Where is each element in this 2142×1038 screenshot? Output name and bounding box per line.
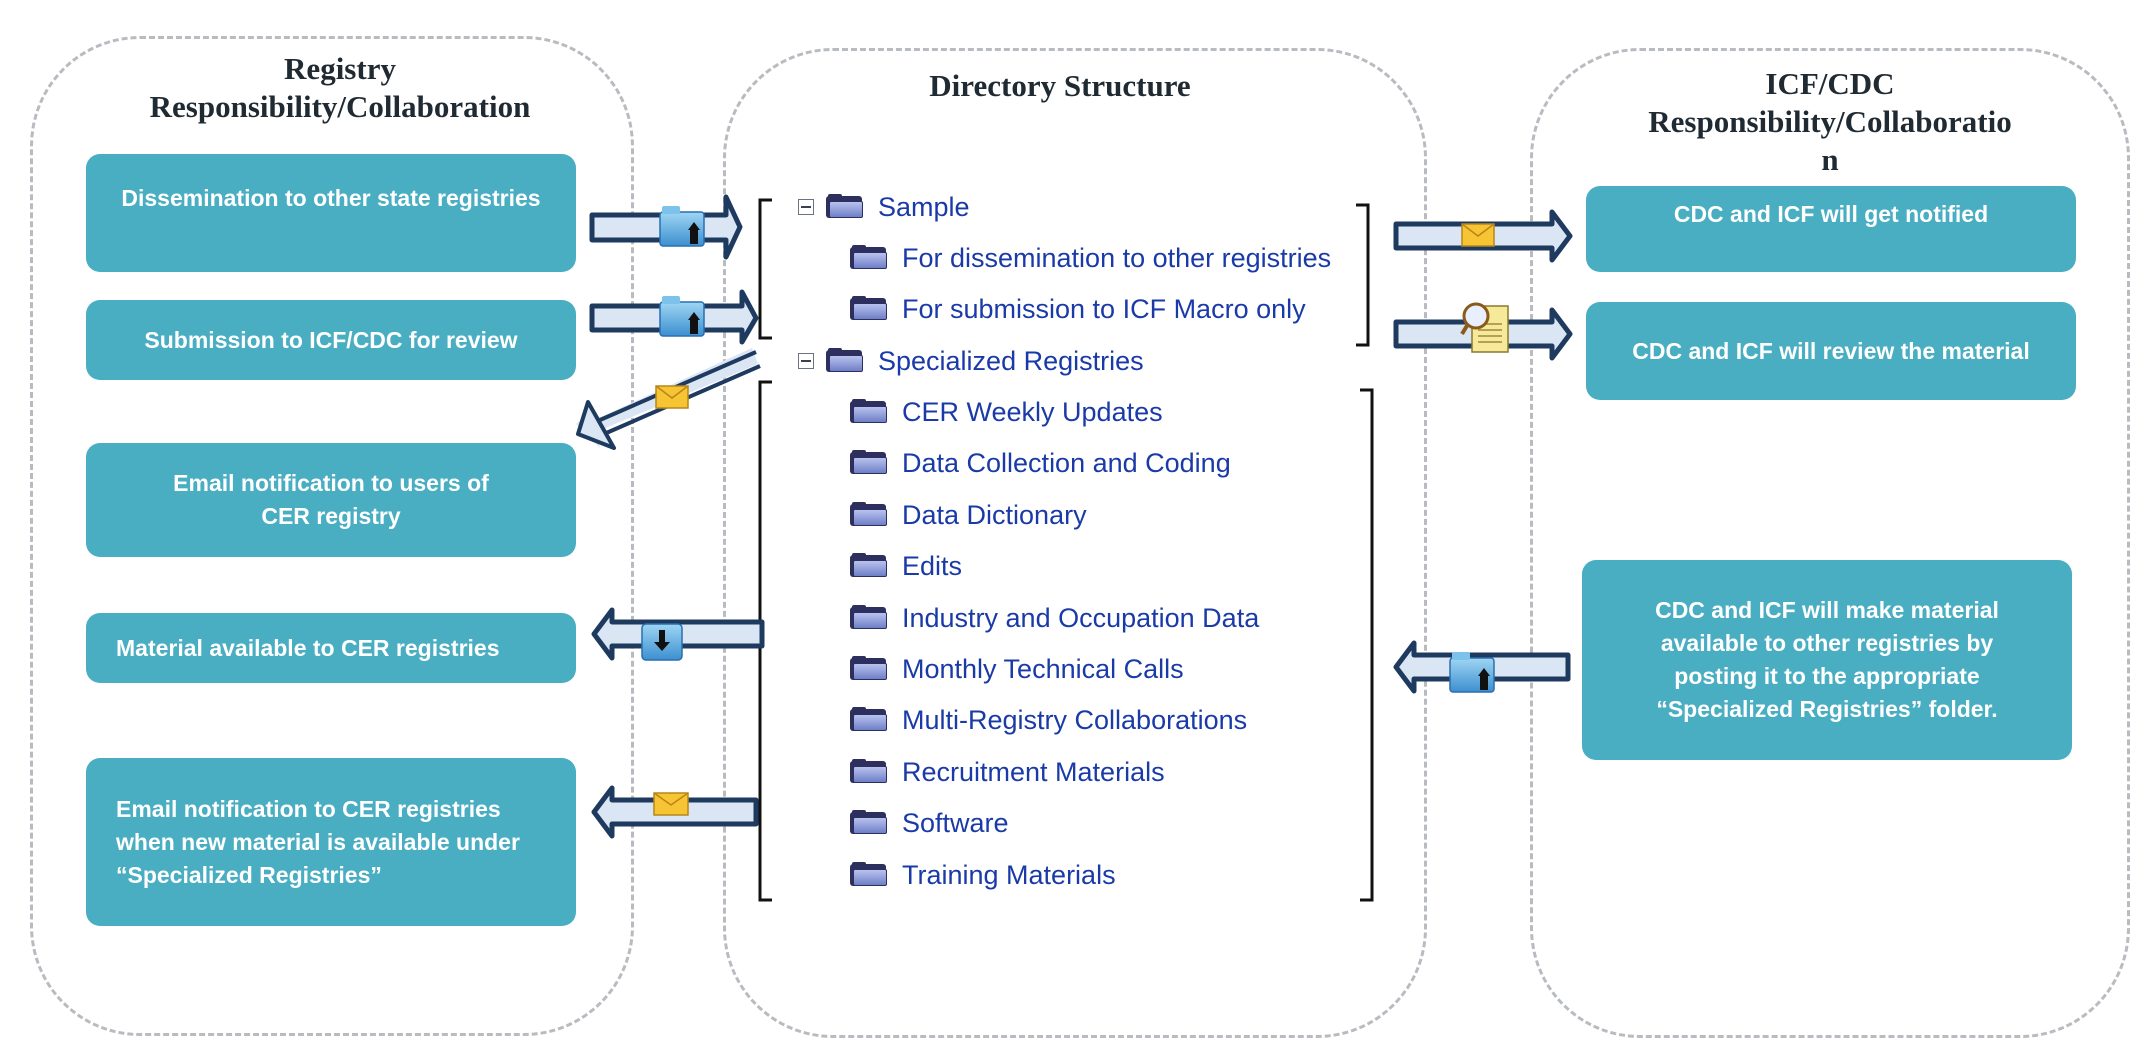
- folder-icon: [850, 862, 888, 888]
- tree-label: Specialized Registries: [878, 345, 1144, 376]
- right-panel-title: ICF/CDC Responsibility/Collaboratio n: [1560, 65, 2100, 179]
- tree-label: Sample: [878, 191, 970, 222]
- left-panel-title: Registry Responsibility/Collaboration: [60, 50, 620, 126]
- folder-icon: [850, 553, 888, 579]
- folder-icon: [850, 245, 888, 271]
- folder-icon: [850, 707, 888, 733]
- folder-icon: [850, 502, 888, 528]
- sample-left-bracket: [758, 198, 772, 340]
- tree-node-recruitment[interactable]: Recruitment Materials: [850, 752, 1165, 792]
- folder-icon: [850, 296, 888, 322]
- folder-icon: [850, 810, 888, 836]
- tree-label: Recruitment Materials: [902, 756, 1165, 787]
- envelope-icon: [655, 385, 689, 409]
- center-panel-title: Directory Structure: [929, 68, 1191, 103]
- right-title-line-2: Responsibility/Collaboratio: [1648, 104, 2012, 139]
- connector-layer: [576, 194, 1573, 902]
- left-title-line-2: Responsibility/Collaboration: [149, 89, 531, 124]
- tree-node-data-dictionary[interactable]: Data Dictionary: [850, 495, 1087, 535]
- tree-label: Training Materials: [902, 859, 1116, 890]
- right-title-line-1: ICF/CDC: [1765, 66, 1895, 101]
- material-available-box: Material available to CER registries: [86, 613, 576, 683]
- tree-node-dissemination[interactable]: For dissemination to other registries: [850, 238, 1331, 278]
- dissemination-box: Dissemination to other state registries: [86, 154, 576, 272]
- specialized-right-bracket: [1360, 388, 1374, 902]
- tree-node-submission[interactable]: For submission to ICF Macro only: [850, 289, 1306, 329]
- envelope-icon: [1461, 223, 1495, 247]
- tree-label: For submission to ICF Macro only: [902, 293, 1306, 324]
- tree-label: Monthly Technical Calls: [902, 653, 1184, 684]
- review-box: CDC and ICF will review the material: [1586, 302, 2076, 400]
- left-title-line-1: Registry: [284, 51, 396, 86]
- tree-label: Software: [902, 807, 1009, 838]
- tree-node-sample[interactable]: Sample: [798, 187, 970, 227]
- tree-node-industry[interactable]: Industry and Occupation Data: [850, 598, 1259, 638]
- envelope-icon: [653, 792, 689, 816]
- folder-icon: [850, 759, 888, 785]
- upload-folder-icon: [659, 206, 705, 247]
- folder-icon: [826, 348, 864, 374]
- folder-icon: [850, 656, 888, 682]
- tree-node-monthly[interactable]: Monthly Technical Calls: [850, 649, 1184, 689]
- collapse-icon[interactable]: [798, 199, 814, 215]
- tree-label: Multi-Registry Collaborations: [902, 704, 1248, 735]
- tree-node-edits[interactable]: Edits: [850, 546, 962, 586]
- collapse-icon[interactable]: [798, 353, 814, 369]
- email-cer-box: Email notification to CER registries whe…: [86, 758, 576, 926]
- tree-label: For dissemination to other registries: [902, 242, 1332, 273]
- tree-label: CER Weekly Updates: [902, 396, 1163, 427]
- email-users-arrowhead: [576, 400, 616, 450]
- submission-box: Submission to ICF/CDC for review: [86, 300, 576, 380]
- upload-folder-icon: [659, 296, 705, 337]
- email-users-box: Email notification to users of CER regis…: [86, 443, 576, 557]
- tree-node-software[interactable]: Software: [850, 803, 1009, 843]
- tree-node-specialized[interactable]: Specialized Registries: [798, 341, 1144, 381]
- tree-label: Industry and Occupation Data: [902, 602, 1260, 633]
- make-available-box: CDC and ICF will make material available…: [1582, 560, 2072, 760]
- upload-folder-icon: [1449, 652, 1495, 693]
- tree-label: Data Dictionary: [902, 499, 1087, 530]
- right-title-line-3: n: [1821, 142, 1839, 177]
- folder-icon: [850, 605, 888, 631]
- notified-box: CDC and ICF will get notified: [1586, 186, 2076, 272]
- tree-node-cer-weekly[interactable]: CER Weekly Updates: [850, 392, 1163, 432]
- tree-label: Data Collection and Coding: [902, 447, 1231, 478]
- tree-node-multi-registry[interactable]: Multi-Registry Collaborations: [850, 700, 1247, 740]
- download-folder-icon: [641, 623, 683, 661]
- folder-icon: [850, 399, 888, 425]
- sample-right-bracket: [1356, 203, 1370, 347]
- tree-node-training[interactable]: Training Materials: [850, 855, 1116, 895]
- folder-icon: [826, 194, 864, 220]
- folder-icon: [850, 450, 888, 476]
- tree-node-data-collection[interactable]: Data Collection and Coding: [850, 443, 1231, 483]
- tree-label: Edits: [902, 550, 963, 581]
- review-document-icon: [1460, 302, 1509, 353]
